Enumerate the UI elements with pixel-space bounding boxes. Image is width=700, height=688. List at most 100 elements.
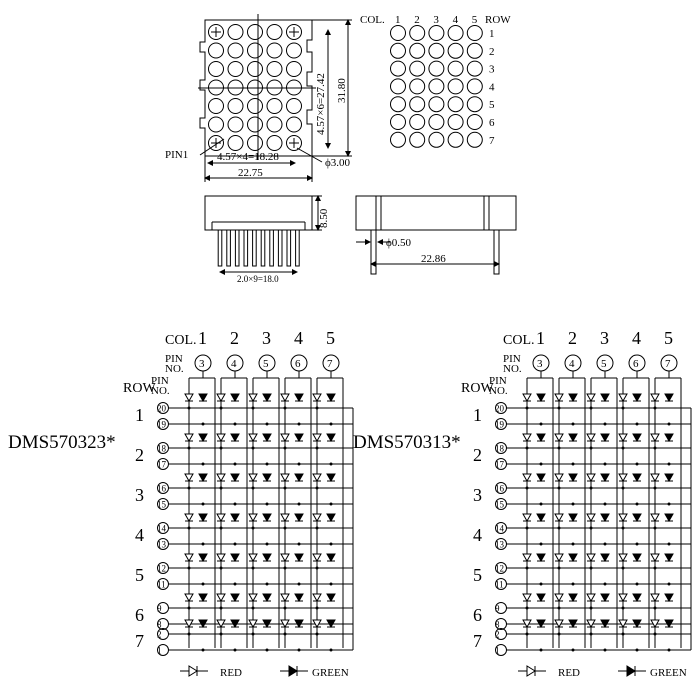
green-led-diode (326, 619, 336, 629)
row-pin-circle (495, 538, 507, 550)
junction-dot (265, 422, 269, 426)
green-led-diode (536, 593, 546, 603)
row-number: 3 (473, 485, 482, 505)
red-led-diode (650, 593, 660, 603)
front-dot (266, 24, 283, 40)
row-number: 4 (473, 525, 482, 545)
junction-dot (251, 632, 255, 636)
row-pin-number: 17 (495, 460, 505, 470)
red-led-diode (618, 553, 628, 563)
green-led-diode (230, 593, 240, 603)
row-pin-circle (157, 602, 169, 614)
red-led-diode (216, 393, 226, 403)
junction-dot (603, 582, 607, 586)
row-pin-number: 12 (495, 564, 504, 574)
side-view-end (355, 195, 517, 275)
row-pin-number: 15 (495, 500, 505, 510)
red-led-diode (280, 473, 290, 483)
dim-side-width: 22.86 (421, 253, 446, 265)
row-number: 5 (473, 565, 482, 585)
legend-green-diode (626, 665, 636, 677)
green-led-diode (600, 619, 610, 629)
green-led-diode (198, 619, 208, 629)
front-dot (247, 79, 263, 96)
top-dot (409, 60, 426, 77)
top-col-number: 5 (472, 14, 478, 26)
junction-dot (635, 502, 639, 506)
green-led-diode (262, 553, 272, 563)
junction-dot (621, 526, 625, 530)
top-dot (409, 25, 426, 41)
junction-dot (265, 542, 269, 546)
front-dot (208, 61, 224, 77)
junction-dot (635, 462, 639, 466)
red-led-diode (650, 433, 660, 443)
dim-pitch-vertical: 4.57×6=27.42 (315, 73, 327, 135)
green-led-diode (664, 513, 674, 523)
green-led-diode (664, 593, 674, 603)
legend-red-diode (526, 665, 536, 677)
junction-dot (603, 648, 607, 652)
top-dot (409, 96, 426, 113)
red-led-diode (248, 553, 258, 563)
green-led-diode (294, 553, 304, 563)
row-pin-number: 16 (157, 484, 167, 494)
red-led-diode (280, 433, 290, 443)
red-led-diode (216, 473, 226, 483)
junction-dot (329, 462, 333, 466)
front-dot (227, 61, 244, 77)
junction-dot (233, 542, 237, 546)
row-pin-number: 1 (495, 646, 500, 656)
green-led-diode (664, 473, 674, 483)
legend-red-diode (188, 665, 198, 677)
junction-dot (187, 526, 191, 530)
dim-side-height: 8.50 (318, 208, 330, 228)
red-led-diode (586, 553, 596, 563)
end-body (355, 195, 517, 231)
junction-dot (329, 422, 333, 426)
red-led-diode (184, 433, 194, 443)
row-pin-number: 18 (495, 444, 505, 454)
junction-dot (557, 526, 561, 530)
junction-dot (525, 526, 529, 530)
junction-dot (201, 648, 205, 652)
pin1-label: PIN1 (165, 149, 188, 161)
green-led-diode (294, 473, 304, 483)
row-pin-circle (495, 522, 507, 534)
junction-dot (187, 446, 191, 450)
side-pin-row (217, 229, 300, 267)
junction-dot (667, 582, 671, 586)
green-led-diode (326, 513, 336, 523)
red-led-diode (586, 593, 596, 603)
red-led-diode (618, 619, 628, 629)
top-dot (409, 131, 426, 148)
junction-dot (187, 606, 191, 610)
red-led-diode (216, 553, 226, 563)
row-pin-circle (157, 418, 169, 430)
front-dot (227, 42, 244, 59)
top-col-number: 3 (433, 14, 439, 26)
junction-dot (603, 542, 607, 546)
junction-dot (283, 446, 287, 450)
red-led-diode (248, 513, 258, 523)
green-led-diode (230, 393, 240, 403)
green-led-diode (600, 513, 610, 523)
row-pin-circle (495, 498, 507, 510)
red-led-diode (248, 473, 258, 483)
col-number: 3 (262, 328, 271, 348)
top-col-number: 1 (395, 14, 401, 26)
junction-dot (265, 462, 269, 466)
junction-dot (315, 406, 319, 410)
green-led-diode (294, 393, 304, 403)
red-led-diode (586, 393, 596, 403)
red-led-diode (216, 513, 226, 523)
junction-dot (219, 632, 223, 636)
row-pin-circle (157, 522, 169, 534)
green-led-diode (664, 393, 674, 403)
row-pin-label: NO. (489, 385, 508, 397)
red-led-diode (554, 433, 564, 443)
junction-dot (525, 566, 529, 570)
green-led-diode (230, 513, 240, 523)
